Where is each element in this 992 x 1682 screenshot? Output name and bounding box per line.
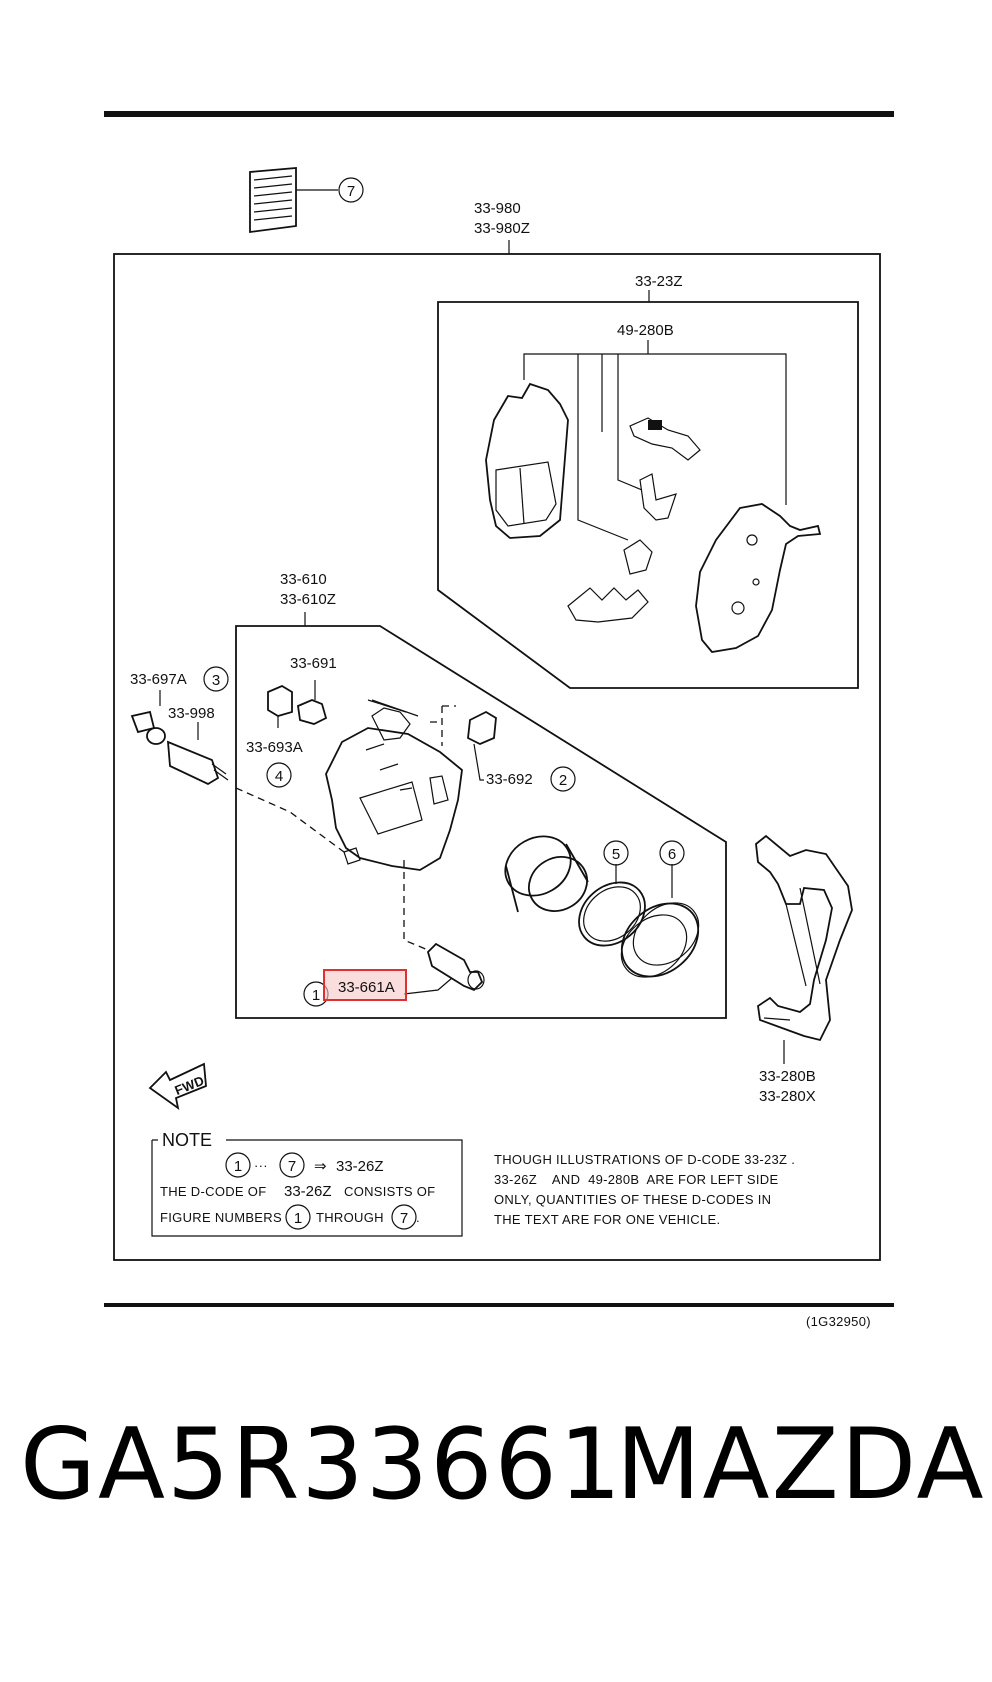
piston-seal: [578, 881, 646, 947]
brand-name: MAZDA: [616, 1408, 986, 1522]
number-5: 5: [612, 846, 620, 863]
note-line2a: THE D-CODE OF: [160, 1184, 266, 1199]
number-2: 2: [559, 772, 567, 789]
label-49-280b: 49-280B: [617, 322, 674, 339]
note-line2-code: 33-26Z: [284, 1183, 332, 1200]
clip-spring-2: [623, 539, 653, 575]
inner-brake-pad: [485, 382, 569, 539]
note-title: NOTE: [162, 1130, 212, 1150]
number-4: 4: [275, 768, 283, 785]
side-text-line3: ONLY, QUANTITIES OF THESE D-CODES IN: [494, 1192, 771, 1207]
note-target-code: 33-26Z: [336, 1158, 384, 1175]
caliper-piston: [504, 835, 589, 913]
label-33-610: 33-610: [280, 571, 327, 588]
note-line2b: CONSISTS OF: [344, 1184, 435, 1199]
circle-7-shim: [338, 177, 364, 203]
note-box: [151, 1139, 463, 1237]
bleeder-cap: [267, 684, 293, 717]
label-33-691: 33-691: [290, 655, 337, 672]
label-33-692: 33-692: [486, 771, 533, 788]
label-33-280b: 33-280B: [759, 1068, 816, 1085]
svg-text:1: 1: [234, 1158, 242, 1175]
svg-text:7: 7: [288, 1158, 296, 1175]
circle-4: [266, 762, 292, 788]
guide-bolt: [426, 942, 485, 992]
parts-diagram: 33-980 33-980Z 7 33-23Z 49-280B 33-610: [104, 111, 894, 1329]
label-33-280x: 33-280X: [759, 1088, 816, 1105]
note-line3b: THROUGH: [316, 1210, 384, 1225]
note-arrow: ⇒: [314, 1158, 327, 1175]
shim-part: [249, 167, 338, 234]
guide-pin-boot: [467, 710, 497, 745]
circle-3: [203, 666, 229, 692]
bleeder-screw: [297, 699, 328, 725]
dust-boot: [620, 902, 700, 978]
caliper-frame: [235, 625, 727, 1019]
anti-rattle-clip-top: [629, 417, 701, 461]
circle-2: [550, 766, 576, 792]
side-text-line4: THE TEXT ARE FOR ONE VEHICLE.: [494, 1212, 720, 1227]
side-text-line1: THOUGH ILLUSTRATIONS OF D-CODE 33-23Z .: [494, 1152, 795, 1167]
top-rule: [104, 111, 894, 117]
number-7: 7: [347, 183, 355, 200]
side-text-line2: 33-26Z AND 49-280B ARE FOR LEFT SIDE: [494, 1172, 778, 1187]
label-33-980: 33-980: [474, 200, 521, 217]
highlight-box[interactable]: [323, 969, 407, 1001]
guide-pin: [130, 710, 229, 786]
bottom-rule: [104, 1303, 894, 1307]
svg-text:.: .: [416, 1210, 420, 1225]
clip-spring-1: [639, 473, 677, 521]
label-33-980z: 33-980Z: [474, 220, 530, 237]
pad-set-frame: [437, 301, 859, 689]
number-1: 1: [312, 987, 320, 1004]
pad-guide-plate: [567, 587, 649, 623]
note-ellipsis: ···: [254, 1158, 268, 1173]
circle-6: [659, 840, 685, 866]
assembly-frame: [113, 253, 881, 1261]
label-33-661a: 33-661A: [338, 979, 395, 996]
figure-code: (1G32950): [806, 1314, 871, 1329]
circle-5: [603, 840, 629, 866]
outer-brake-pad: [695, 503, 822, 653]
caliper-mounting-bracket: [755, 834, 853, 1042]
label-33-23z: 33-23Z: [635, 273, 683, 290]
number-6: 6: [668, 846, 676, 863]
svg-text:7: 7: [400, 1210, 408, 1227]
part-number: GA5R33661: [20, 1408, 624, 1522]
svg-text:1: 1: [294, 1210, 302, 1227]
caliper-body: [325, 699, 463, 871]
label-33-697a: 33-697A: [130, 671, 187, 688]
footer: GA5R33661 MAZDA: [0, 1408, 992, 1558]
label-33-693a: 33-693A: [246, 739, 303, 756]
label-33-998: 33-998: [168, 705, 215, 722]
note-line3a: FIGURE NUMBERS: [160, 1210, 282, 1225]
fwd-arrow-icon: FWD: [148, 1062, 207, 1111]
number-3: 3: [212, 672, 220, 689]
label-33-610z: 33-610Z: [280, 591, 336, 608]
